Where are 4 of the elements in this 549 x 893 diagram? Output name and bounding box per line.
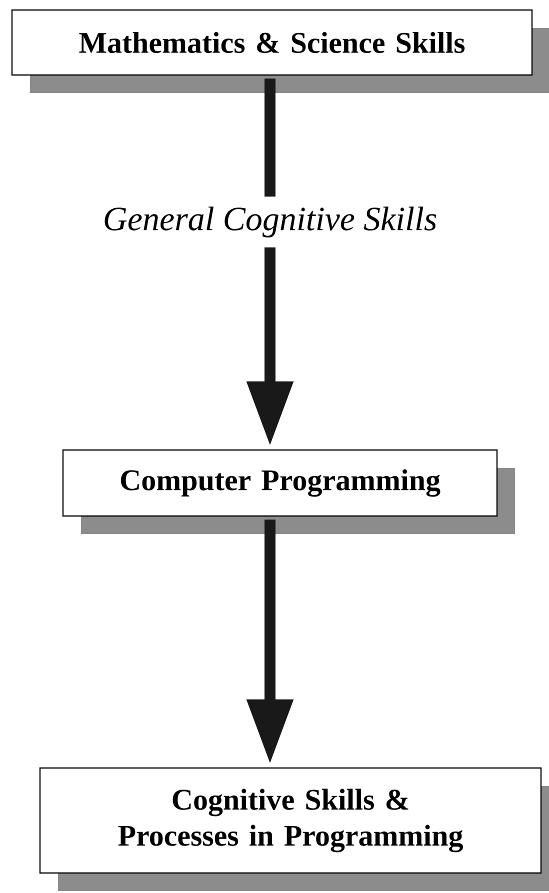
process-box: Cognitive Skills & Processes in Programming bbox=[39, 767, 549, 891]
process-box: Computer Programming bbox=[62, 449, 515, 534]
process-box: Mathematics & Science Skills bbox=[11, 9, 549, 93]
edge-label: General Cognitive Skills bbox=[98, 196, 442, 248]
